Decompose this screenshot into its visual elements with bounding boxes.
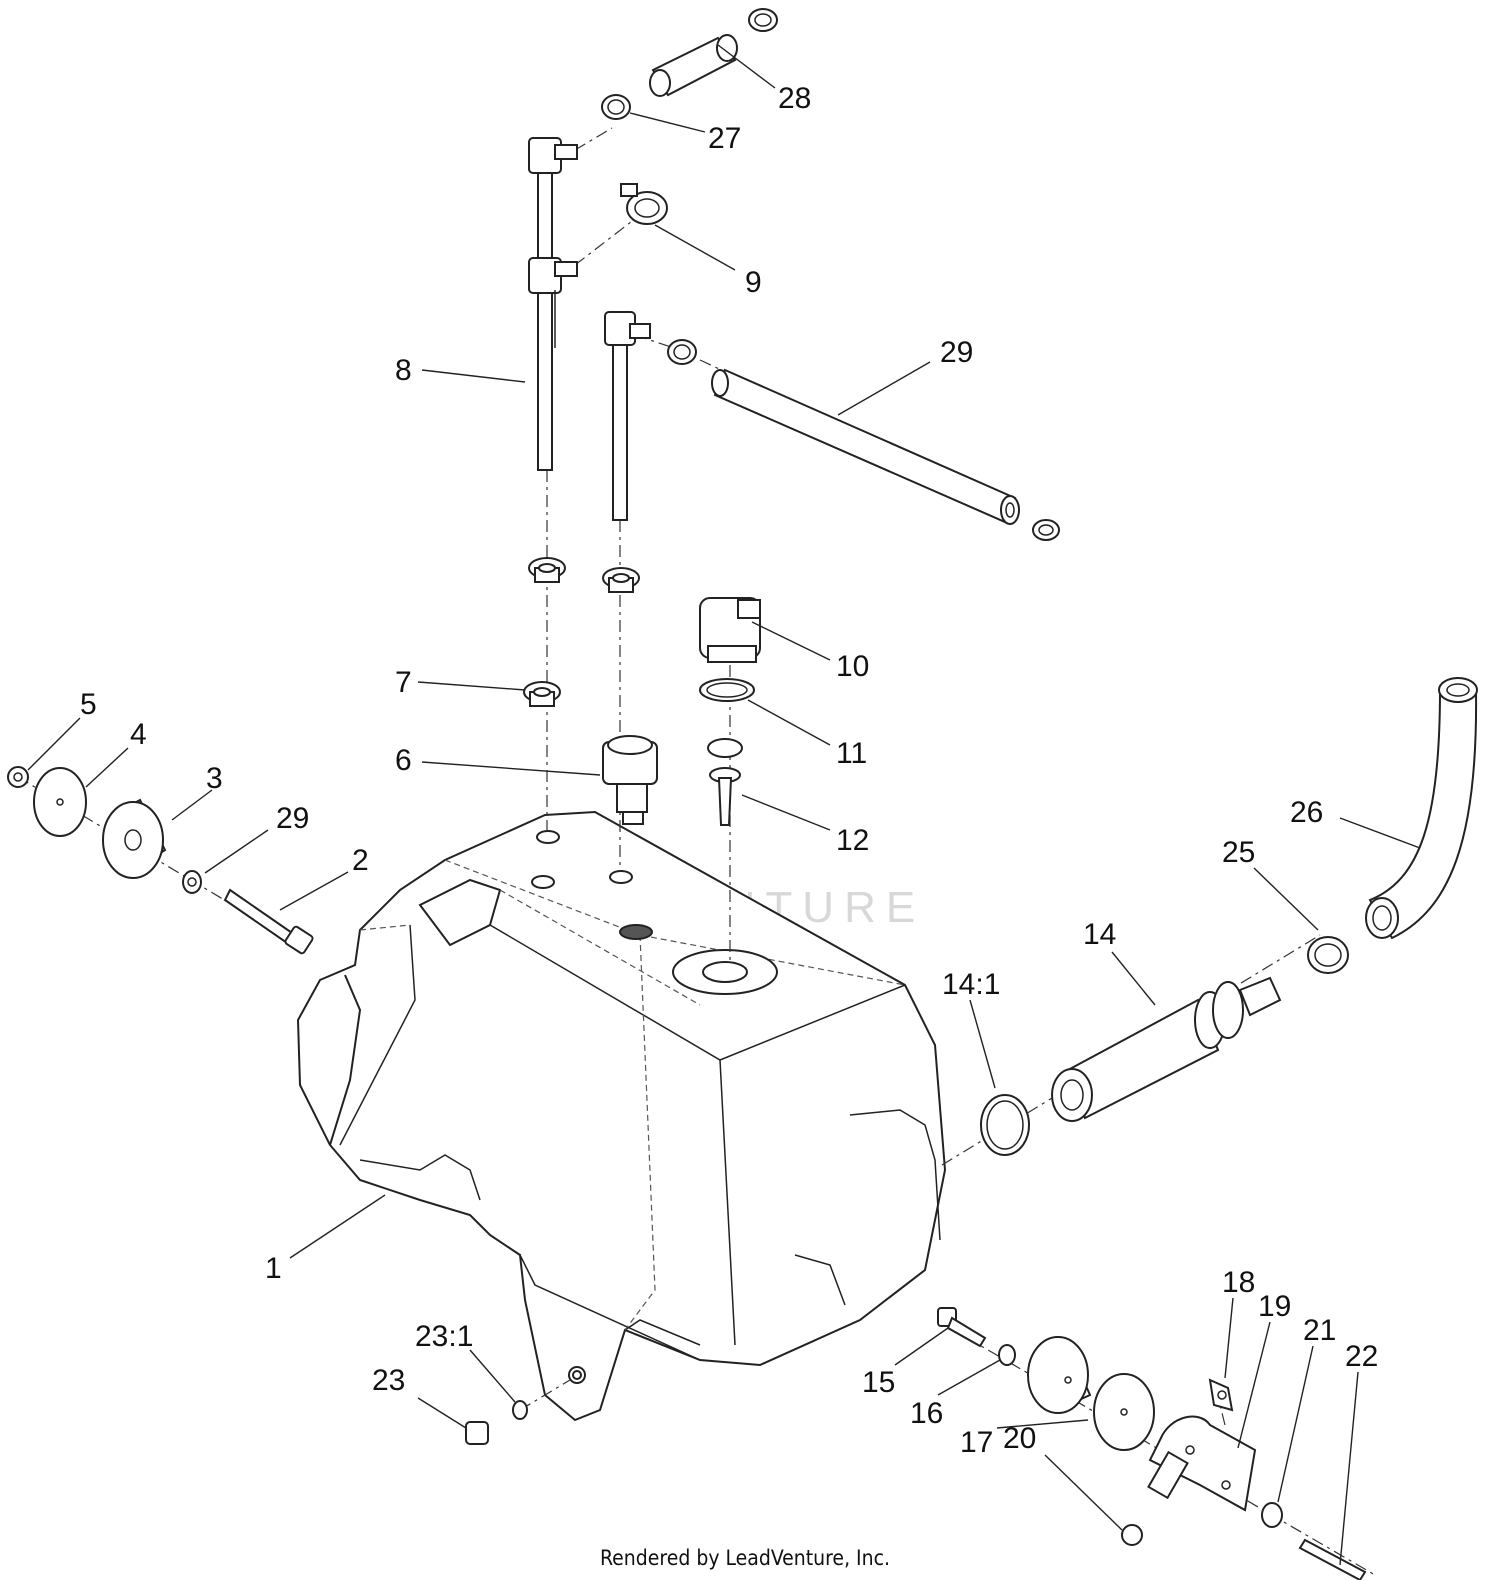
callout-8: 8 xyxy=(395,354,412,387)
callout-26: 27 xyxy=(708,122,741,155)
callout-9: 9 xyxy=(745,266,762,299)
callout-27: 28 xyxy=(778,82,811,115)
drain-washer xyxy=(512,1400,528,1420)
callout-7: 7 xyxy=(395,666,412,699)
callout-22: 22 xyxy=(1345,1340,1378,1373)
callout-2: 2 xyxy=(352,844,369,877)
hose-clamp xyxy=(620,183,668,225)
callout-labels: 28 27 9 29 8 10 11 12 7 6 5 4 3 29 2 1 2… xyxy=(80,82,1378,1459)
fuel-tube-assembly xyxy=(528,137,651,521)
callout-15: 15 xyxy=(862,1366,895,1399)
leader-lines xyxy=(27,44,1421,1566)
callout-17: 17 xyxy=(960,1426,993,1459)
callout-25: 26 xyxy=(1290,796,1323,829)
mount-hardware-left xyxy=(7,766,314,955)
drain-plug xyxy=(465,1421,489,1445)
callout-29: 29 xyxy=(276,802,309,835)
callout-23: 23 xyxy=(372,1364,405,1397)
callout-20: 20 xyxy=(1003,1422,1036,1455)
callout-16: 16 xyxy=(910,1397,943,1430)
grommet-parts xyxy=(523,557,640,707)
callout-1: 1 xyxy=(265,1252,282,1285)
callout-14-1: 14:1 xyxy=(942,968,1000,1001)
callout-10: 10 xyxy=(836,650,869,683)
filler-neck-parts xyxy=(980,677,1478,1156)
callout-11: 11 xyxy=(836,737,867,770)
callout-24: 25 xyxy=(1222,836,1255,869)
callout-19: 19 xyxy=(1258,1290,1291,1323)
callout-18: 18 xyxy=(1222,1266,1255,1299)
callout-23-1: 23:1 xyxy=(415,1320,473,1353)
callout-12: 12 xyxy=(836,824,869,857)
callout-14: 14 xyxy=(1083,918,1116,951)
fuel-cap xyxy=(699,597,761,663)
fuel-tank xyxy=(296,810,947,1422)
cap-tether xyxy=(707,738,743,826)
callout-4: 4 xyxy=(130,718,147,751)
callout-28: 29 xyxy=(940,336,973,369)
callout-5: 5 xyxy=(80,688,97,721)
callout-6: 6 xyxy=(395,744,412,777)
callout-21: 21 xyxy=(1303,1314,1336,1347)
fuel-hose xyxy=(667,339,1060,541)
callout-3: 3 xyxy=(206,762,223,795)
vent-hose-parts xyxy=(601,8,778,120)
mount-hardware-right xyxy=(937,1307,1367,1580)
fuel-valve xyxy=(602,735,658,825)
footer-credit: Rendered by LeadVenture, Inc. xyxy=(600,1546,890,1570)
